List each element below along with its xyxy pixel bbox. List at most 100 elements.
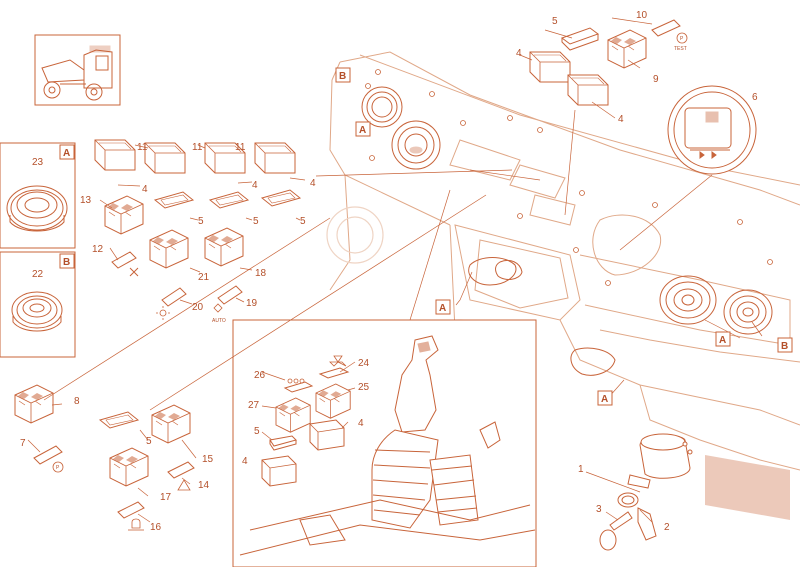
callout-3: 3 [596,504,602,515]
parking-test-icon: P TEST [674,32,688,52]
section-b-top: B [339,71,346,82]
vent-23 [6,185,68,232]
parking-text: P [56,465,60,471]
test-text: TEST [674,46,687,52]
callout-4b: 4 [252,180,258,191]
section-a-top: A [359,125,366,136]
key-3 [599,511,633,551]
callout-5-bl: 5 [146,436,152,447]
hazard-triangle-icon [177,479,191,491]
callout-5c: 5 [300,216,306,227]
plate-5-a [154,191,194,209]
callout-numbers: 11 11 11 4 4 4 5 5 5 13 12 21 18 20 19 2… [20,10,758,533]
callout-5-top: 5 [552,16,558,27]
cap-16 [117,501,145,519]
callout-22: 22 [32,269,44,280]
section-b-inset: B [63,257,70,268]
callout-24: 24 [358,358,370,369]
nut-2 [617,492,657,541]
callout-4-top: 4 [516,48,522,59]
plate-5-c [261,189,301,207]
leader-lines [27,17,763,523]
callout-4-inset-b: 4 [358,418,364,429]
auto-mode-icon: AUTO [212,303,226,324]
callout-12: 12 [92,244,104,255]
callout-6: 6 [752,92,758,103]
callout-2: 2 [664,522,670,533]
callout-27: 27 [248,400,260,411]
fan-icon [329,355,347,367]
callout-7: 7 [20,438,26,449]
vent-22 [11,291,63,332]
socket-4-b [144,142,186,174]
speaker-grille [705,455,790,520]
lamp-icons [287,378,305,384]
section-b-right: B [781,341,788,352]
callout-17: 17 [160,492,172,503]
socket-4-d [254,142,296,174]
callout-5-inset: 5 [254,426,260,437]
rocker-17 [109,447,149,487]
section-a-lower: A [601,394,608,405]
dashboard-outline [329,51,800,471]
rocker-9 [607,29,647,69]
joystick-inset-box [232,319,537,568]
socket-4-a [94,139,136,171]
auto-text: AUTO [212,318,226,324]
inset-b-box [0,251,76,358]
cap-24 [318,367,350,379]
parking-test-p: P [680,36,684,42]
parking-brake-icon: P [52,461,64,473]
beacon-light-icon [128,518,144,531]
callout-11a: 11 [137,142,148,153]
rocker-21 [149,229,189,269]
callout-18: 18 [255,268,267,279]
plate-5-d [99,411,139,429]
callout-21: 21 [198,272,210,283]
crossed-arrows-icon [129,267,139,277]
callout-1: 1 [578,464,584,475]
callout-23: 23 [32,157,44,168]
callout-11b: 11 [192,142,203,153]
cap-10 [651,19,681,37]
callout-5a: 5 [198,216,204,227]
callout-4c: 4 [310,178,316,189]
callout-8: 8 [74,396,80,407]
hour-meter-6 [667,85,757,175]
joystick [239,335,536,556]
machine-thumbnail-box [34,34,121,106]
callout-25: 25 [358,382,370,393]
rocker-18 [204,227,244,267]
dash-vent-2 [723,289,773,335]
callout-13: 13 [80,195,92,206]
cap-12 [111,251,137,269]
rocker-8 [14,384,54,424]
dash-gauge-2 [391,120,441,170]
callout-10: 10 [636,10,648,21]
socket-4-inset-a [261,455,297,487]
cap-20 [161,287,187,307]
section-a-mid: A [439,303,446,314]
rocker-13 [104,195,144,235]
callout-14: 14 [198,480,210,491]
callout-9: 9 [653,74,659,85]
rocker-15 [151,404,191,444]
plate-5-b [209,191,249,209]
callout-16: 16 [150,522,162,533]
cap-19 [217,285,243,305]
callout-5b: 5 [253,216,259,227]
section-a-inset: A [63,148,70,159]
socket-4-top-b [567,74,609,106]
dash-gauge-1 [361,86,403,128]
dumper-vehicle-icon [41,45,113,101]
socket-4-inset-b [309,419,345,451]
callout-4-inset-a: 4 [242,456,248,467]
callout-26: 26 [254,370,266,381]
ignition-switch-1 [627,433,693,489]
socket-4-top-a [529,51,571,83]
cap-14 [167,461,195,479]
callout-4-top-b: 4 [618,114,624,125]
section-a-right: A [719,335,726,346]
callout-19: 19 [246,298,258,309]
